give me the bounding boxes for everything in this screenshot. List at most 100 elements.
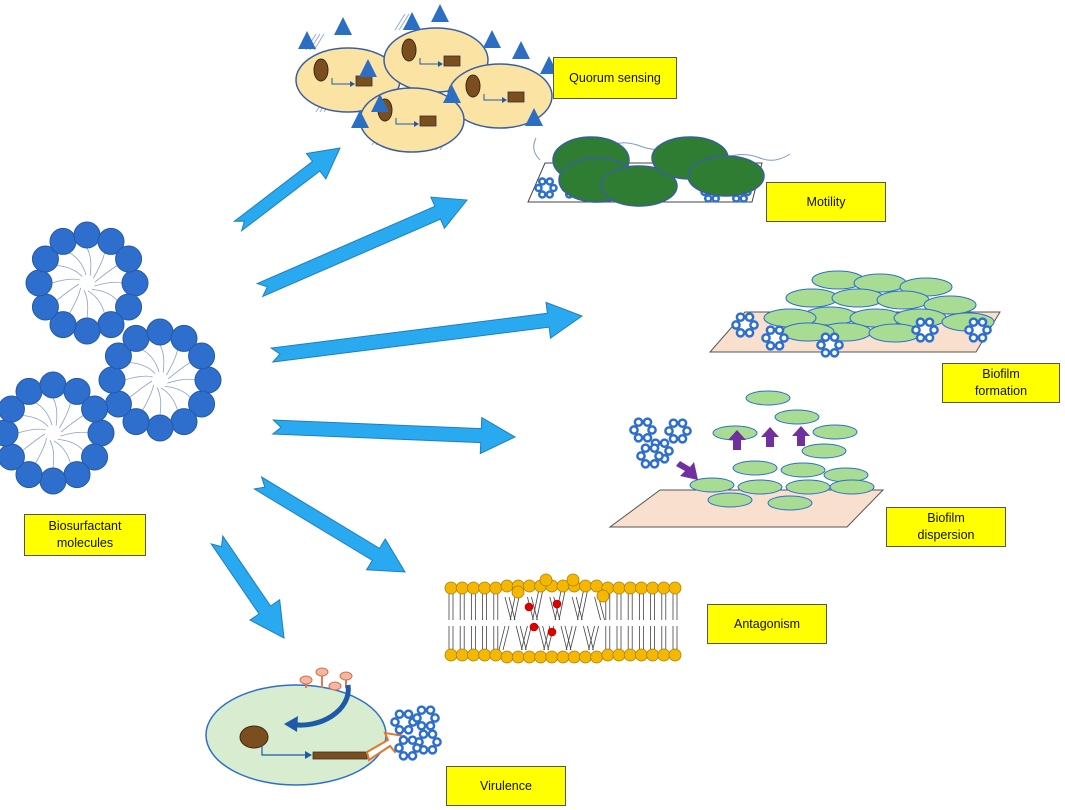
- micelle-head: [642, 432, 653, 443]
- micelle-head: [774, 325, 785, 336]
- micelle-tail: [160, 387, 178, 411]
- micelle-head: [816, 340, 826, 350]
- micelle-head: [87, 419, 115, 447]
- biofilm-cell: [831, 288, 885, 308]
- dispersing-cell: [707, 492, 753, 508]
- micelle-tail: [60, 431, 89, 437]
- lipid-tail: [581, 590, 588, 621]
- lipid-head: [612, 648, 626, 662]
- micelle-cluster: [731, 312, 759, 338]
- motility-label: Motility: [766, 182, 886, 222]
- micelle-head: [97, 227, 125, 255]
- antagonism-label: Antagonism: [707, 604, 827, 644]
- micelle-head: [15, 461, 43, 489]
- arrow: [269, 301, 584, 363]
- lipid-head: [668, 581, 682, 595]
- arrow: [210, 534, 285, 639]
- micelle-head: [427, 744, 438, 755]
- micelle-cluster: [964, 317, 992, 343]
- lipid-head: [623, 581, 637, 595]
- micelle-head: [739, 194, 748, 203]
- receptor-head: [315, 667, 329, 677]
- micelle-tail: [142, 384, 155, 411]
- dispersing-cell: [745, 390, 791, 406]
- micelle-tail: [35, 402, 53, 426]
- lipid-head: [635, 648, 648, 662]
- micelle-head: [647, 425, 657, 435]
- micelle-cluster: [390, 709, 418, 735]
- micelle-head: [398, 750, 409, 761]
- dispersal-arrow: [676, 461, 698, 480]
- micelle-tail: [129, 362, 156, 374]
- lipid-head: [500, 650, 514, 664]
- signal-line: [313, 33, 325, 51]
- micelle-tail: [164, 385, 191, 398]
- gene-line: [395, 118, 414, 125]
- arrow: [255, 196, 468, 298]
- lipid-head: [489, 648, 503, 662]
- autoinducer-icon: [512, 41, 530, 59]
- micelle-tail: [69, 287, 82, 314]
- micelle-head: [774, 340, 785, 351]
- lipid-head: [601, 648, 615, 662]
- lipid-head: [466, 648, 480, 662]
- micelle-tail: [93, 252, 105, 279]
- micelle-tail: [51, 278, 80, 284]
- micelle-tail: [83, 290, 89, 319]
- micelle-head: [39, 371, 67, 399]
- micelle-head: [545, 190, 554, 199]
- micelle-head: [682, 426, 692, 436]
- dispersal-arrow: [792, 426, 810, 446]
- biosurfactant-molecules-label: Biosurfactant molecules: [24, 514, 146, 556]
- micelle-head: [915, 317, 926, 328]
- micelle-tail: [167, 378, 196, 384]
- micelle-head: [0, 395, 25, 423]
- lipid-tail: [536, 590, 543, 621]
- micelle-head: [63, 461, 91, 489]
- micelle-tail: [52, 397, 58, 426]
- autoinducer-icon: [334, 17, 352, 35]
- micelle-head: [649, 458, 660, 469]
- micelle-head: [968, 317, 979, 328]
- receptor-head: [328, 681, 342, 691]
- micelle-head: [104, 342, 132, 370]
- lipid-head: [646, 648, 659, 662]
- micelle-head: [394, 709, 405, 720]
- lipid-tail: [564, 625, 572, 651]
- micelle-cluster: [664, 418, 692, 444]
- micelle-head: [915, 332, 926, 343]
- dispersing-cell: [737, 479, 783, 495]
- dispersing-cell: [732, 460, 778, 476]
- micelle-head: [538, 190, 547, 199]
- micelle-head: [765, 340, 776, 351]
- micelle-head: [73, 221, 101, 249]
- nucleoid: [465, 74, 481, 98]
- micelle-head: [636, 451, 646, 461]
- micelle-head: [704, 194, 713, 203]
- gene-line: [483, 94, 502, 101]
- micelle-head: [633, 432, 644, 443]
- quorum-sensing-label: Quorum sensing: [553, 57, 677, 99]
- biosurfactant-micelles: [0, 221, 222, 495]
- micelle-head: [31, 293, 59, 321]
- micelle-head: [834, 340, 844, 350]
- lipid-head: [539, 573, 553, 587]
- micelle-head: [977, 332, 988, 343]
- micelle-head: [654, 451, 664, 461]
- autoinducer-icon: [443, 85, 461, 103]
- micelle-tail: [17, 428, 46, 434]
- lipid-head: [511, 650, 525, 664]
- micelle-head: [412, 743, 422, 753]
- promoter-icon: [350, 81, 355, 87]
- micelle: [0, 371, 115, 495]
- micelle-head: [15, 377, 43, 405]
- micelle-head: [407, 750, 418, 761]
- micelle-head: [968, 332, 979, 343]
- lipid-tail: [594, 596, 601, 621]
- micelle-head: [425, 720, 436, 731]
- lipid-tail: [592, 625, 599, 651]
- biofilm-dispersion-illustration: [608, 390, 885, 528]
- micelle-tail: [49, 440, 55, 469]
- micelle-head: [115, 293, 143, 321]
- micelle-head: [964, 325, 974, 335]
